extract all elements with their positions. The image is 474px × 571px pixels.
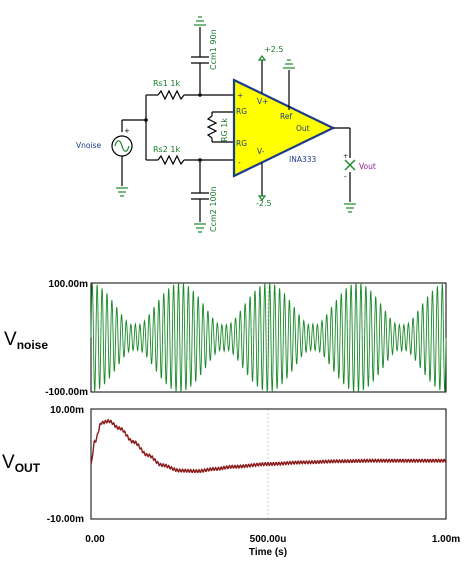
vout-label: Vout xyxy=(359,162,376,171)
vnoise-source[interactable]: + xyxy=(111,120,133,197)
rg-resistor[interactable] xyxy=(206,111,234,143)
rs1-resistor[interactable] xyxy=(146,89,234,101)
rg-top-pin: RG xyxy=(236,107,247,116)
negative-supply[interactable] xyxy=(257,163,267,201)
schematic: Ccm1 90n Rs1 1k Rs2 1k xyxy=(76,16,376,233)
rg-bottom-pin: RG xyxy=(236,139,247,148)
vout-probe[interactable]: + - xyxy=(333,127,356,213)
ref-pin: Ref xyxy=(280,112,292,121)
x-tick-1: 500.00u xyxy=(250,534,287,545)
svg-text:-: - xyxy=(344,173,347,181)
opamp-label: INA333 xyxy=(289,155,316,164)
vnoise-label: Vnoise xyxy=(76,141,101,150)
ina333-amplifier[interactable] xyxy=(232,78,336,178)
ccm2-label: Ccm2 100n xyxy=(209,186,218,232)
vnoise-ymax-tick: 100.00m xyxy=(49,279,89,290)
svg-text:+: + xyxy=(343,153,348,160)
rs2-label: Rs2 1k xyxy=(153,145,180,154)
x-axis-title: Time (s) xyxy=(249,547,287,558)
out-pin: Out xyxy=(296,124,310,133)
junction-dot xyxy=(144,118,148,122)
junction-dot xyxy=(198,93,202,97)
vminus-pin: V- xyxy=(257,147,265,156)
vplus-pin: V+ xyxy=(257,97,268,106)
x-tick-2: 1.00m xyxy=(432,534,460,545)
rs1-label: Rs1 1k xyxy=(153,79,180,88)
vout-axis-label: VOUT xyxy=(2,452,41,475)
negative-supply-label: -2.5 xyxy=(256,199,272,208)
vnoise-axis-label: Vnoise xyxy=(4,329,48,352)
rs2-resistor[interactable] xyxy=(146,154,234,166)
positive-supply-label: +2.5 xyxy=(264,45,283,54)
rg-label: RG 1k xyxy=(220,118,229,142)
vnoise-ymin-tick: -100.00m xyxy=(45,387,88,398)
vout-ymax-tick: 10.00m xyxy=(50,405,84,416)
vnoise-trace xyxy=(90,282,447,393)
plus-pin-sign: + xyxy=(237,91,243,100)
positive-supply[interactable] xyxy=(257,55,267,93)
ref-ground xyxy=(283,59,295,110)
ccm1-label: Ccm1 90n xyxy=(209,29,218,70)
minus-pin-sign: - xyxy=(238,158,241,167)
waveform-plots: 100.00m -100.00m Vnoise 10.00m -10.00m V… xyxy=(2,279,460,558)
vout-ymin-tick: -10.00m xyxy=(47,514,84,525)
svg-text:+: + xyxy=(124,127,130,135)
ccm1-capacitor[interactable] xyxy=(191,16,209,95)
x-tick-0: 0.00 xyxy=(85,534,105,545)
ccm2-capacitor[interactable] xyxy=(191,160,209,233)
vout-trace xyxy=(90,418,447,474)
